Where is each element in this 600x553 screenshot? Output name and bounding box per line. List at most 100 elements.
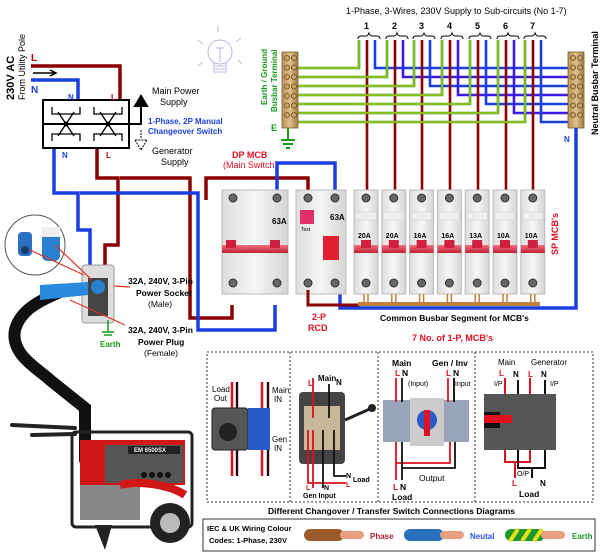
d2-L: L — [308, 379, 313, 388]
d2-N-gen: N — [324, 485, 329, 492]
legend-neutral: Neutal — [470, 532, 494, 541]
d2-L-load: L — [346, 482, 351, 489]
mcb-toggle[interactable] — [527, 240, 538, 248]
neutral-wire — [539, 40, 568, 124]
d3-N-load: N — [400, 482, 406, 492]
power-plug[interactable] — [40, 282, 88, 300]
mcb-toggle[interactable] — [444, 240, 455, 248]
sp-mcb[interactable]: 16A — [436, 189, 462, 302]
subcircuit-number: 3 — [419, 21, 424, 31]
d4-op: O/P — [517, 471, 529, 478]
subcircuit-number: 6 — [503, 21, 508, 31]
supply-label: 230V AC From Utility Pole L N — [5, 34, 58, 100]
d4-main: Main — [498, 358, 515, 367]
changeover-label-2: Changeover Switch — [148, 127, 222, 136]
mcb-toggle[interactable] — [500, 240, 510, 248]
subcircuit-number: 5 — [475, 21, 480, 31]
rcd-test-button[interactable] — [300, 210, 314, 224]
brace-icon — [385, 31, 409, 40]
plug-label-1: 32A, 240V, 3-Pin — [128, 325, 193, 335]
subcircuit-wires — [298, 40, 568, 190]
d3-L-gen: L — [446, 368, 451, 378]
d4-ip-1: I/P — [494, 381, 503, 388]
d3-L-load: L — [393, 482, 398, 492]
sp-mcb[interactable]: 10A — [520, 189, 546, 302]
d3-N-main: N — [402, 368, 408, 378]
switch-L-top: L — [111, 93, 116, 102]
mcb-rating: 20A — [358, 233, 371, 240]
sp-mcb[interactable]: 16A — [409, 189, 435, 302]
rcd-label-1: 2-P — [312, 312, 326, 322]
mcb-toggle[interactable] — [388, 240, 399, 248]
d2-load: Load — [353, 477, 370, 484]
brace-icon — [523, 31, 547, 40]
changeover-label-1: 1-Phase, 2P Manual — [148, 117, 223, 126]
neutral-busbar: Neutral Busbar Terminal N — [338, 31, 600, 310]
main-power-label-1: Main Power — [152, 86, 200, 96]
mcb-rating: 10A — [497, 233, 510, 240]
d4-generator: Generator — [531, 358, 567, 367]
d4-load: Load — [519, 489, 539, 499]
dp-mcb[interactable]: 63A — [221, 189, 289, 295]
mcb-toggle[interactable] — [361, 240, 371, 248]
diagram-ats: Main Gen / Inv L N (Input) L N Input Out… — [383, 358, 471, 502]
changeover-switch[interactable]: N L N L — [42, 93, 140, 160]
rcd-label-2: RCD — [308, 323, 328, 333]
subcircuit-number: 1 — [364, 21, 369, 31]
neutral-wire-swatch — [404, 529, 444, 541]
pointer-arrows — [29, 244, 93, 281]
subcircuit-number: 7 — [530, 21, 535, 31]
brace-icon — [468, 31, 492, 40]
subcircuit-number: 4 — [447, 21, 452, 31]
d1-load-out-1: Load — [212, 385, 230, 394]
d3-main: Main — [392, 358, 411, 368]
wiring-colour-legend: IEC & UK Wiring Colour Codes: 1-Phase, 2… — [202, 518, 596, 552]
d1-gen-in-1: Gen — [272, 435, 287, 444]
sp-mcb-label: SP MCB's — [550, 213, 560, 255]
sp-mcb[interactable]: 20A — [353, 189, 379, 302]
dp-mcb-rating: 63A — [272, 217, 287, 226]
brace-icon — [496, 31, 520, 40]
plug-socket-inset — [4, 214, 66, 276]
arrow-up-icon — [133, 94, 149, 125]
d4-ip-2: I/P — [550, 381, 559, 388]
sp-mcb[interactable]: 20A — [381, 189, 407, 302]
switch-L-bottom: L — [106, 151, 111, 160]
switch-N-top: N — [68, 93, 74, 102]
changeover-diagrams: Load Out Main IN Gen IN L Main N N Load … — [206, 351, 594, 516]
generator: EM 6500SX — [10, 423, 194, 550]
sp-mcb[interactable]: 10A — [492, 189, 518, 302]
generator-cable — [8, 284, 91, 466]
rcd-test-label: Test — [301, 227, 311, 233]
mcb-rating: 10A — [525, 233, 538, 240]
arrow-right-icon — [33, 69, 58, 77]
mcb-count-label: 7 No. of 1-P, MCB's — [412, 333, 493, 343]
neutral-wire — [428, 40, 568, 88]
mcb-toggle[interactable] — [472, 240, 483, 248]
earth-wire — [298, 40, 527, 124]
sp-mcb[interactable]: 13A — [464, 189, 490, 302]
rcd-toggle[interactable] — [323, 236, 339, 260]
busbar-label: Common Busbar Segment for MCB's — [380, 313, 529, 323]
d3-input-main: (Input) — [408, 381, 428, 388]
d3-input-gen: Input — [455, 381, 471, 388]
supply-source: From Utility Pole — [17, 34, 27, 100]
neutral-wire — [373, 40, 568, 70]
d4-N2: N — [541, 370, 547, 379]
supply-L-label: L — [31, 53, 37, 64]
neutral-wire — [512, 40, 568, 115]
d2-N-load: N — [346, 473, 351, 480]
switch-N-bottom: N — [62, 151, 68, 160]
earth-wire — [298, 40, 361, 70]
diagram-knife-switch: L Main N N Load L L N Gen Input — [299, 374, 376, 500]
socket-earth-label: Earth — [100, 340, 121, 349]
mcb-toggle[interactable] — [416, 240, 427, 248]
d4-N-load: N — [540, 479, 546, 488]
socket-label-3: (Male) — [148, 299, 172, 309]
lightbulb-icon — [197, 26, 243, 73]
rcd[interactable]: Test 63A — [295, 189, 347, 295]
ground-icon — [281, 128, 295, 149]
common-busbar — [358, 302, 540, 306]
